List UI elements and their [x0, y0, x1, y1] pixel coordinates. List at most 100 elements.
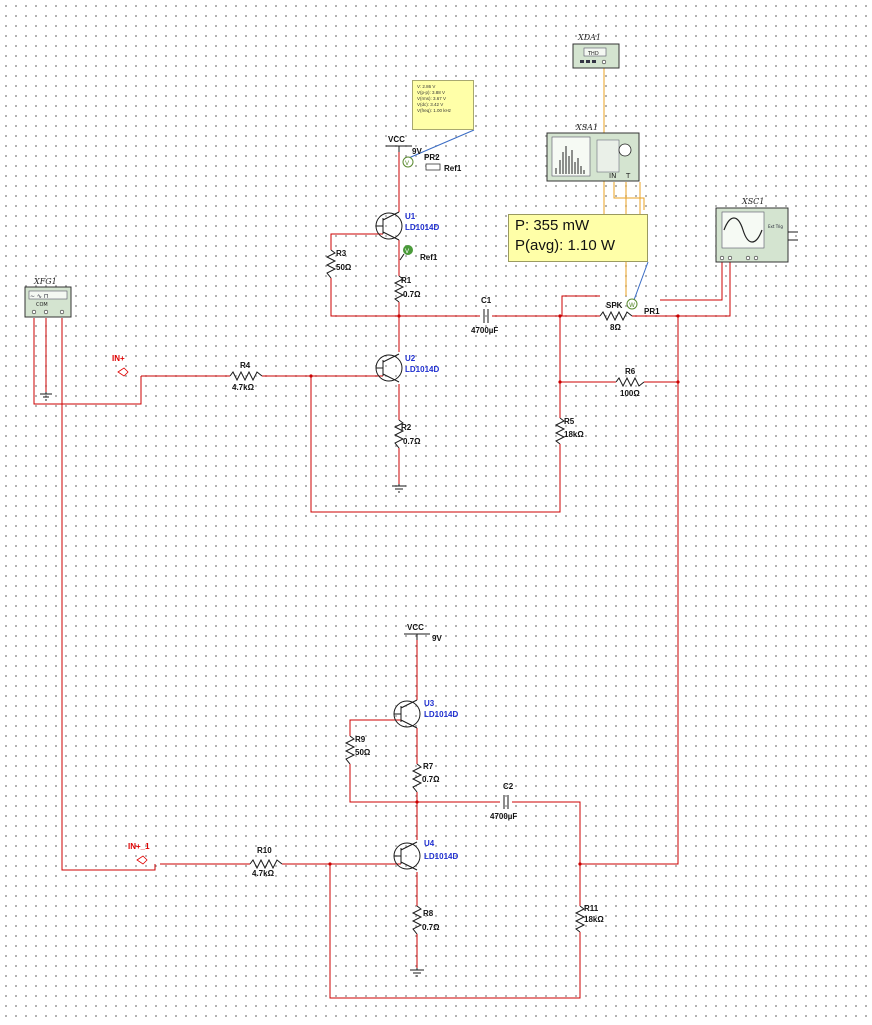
c1-ref: C1	[481, 296, 492, 305]
pr1-label: PR1	[644, 307, 660, 316]
instrument-xda1[interactable]: XDA1 THD	[572, 33, 620, 69]
instrument-xfg1[interactable]: XFG1 ∼ ∿ ⊓ COM	[24, 277, 72, 318]
vcc-top-label: VCC	[388, 135, 405, 144]
resistor-r7[interactable]: R7 0.7Ω	[411, 762, 440, 793]
speaker-spk[interactable]: SPK 8Ω	[599, 301, 633, 332]
r10-value: 4.7kΩ	[252, 869, 275, 878]
u4-part: LD1014D	[424, 852, 458, 861]
u1-ref: U1	[405, 212, 416, 221]
probe-v-line-3: V(rms): 3.67 V	[417, 96, 447, 101]
r10-ref: R10	[257, 846, 272, 855]
u2-part: LD1014D	[405, 365, 439, 374]
r1-value: 0.7Ω	[403, 290, 421, 299]
c2-ref: C2	[503, 782, 514, 791]
port-in-plus-1[interactable]: IN+_1	[128, 842, 150, 865]
u4-ref: U4	[424, 839, 435, 848]
r3-value: 50Ω	[336, 263, 352, 272]
r9-value: 50Ω	[355, 748, 371, 757]
xsa1-t: T	[625, 172, 631, 180]
vcc-top[interactable]: VCC 9V	[386, 135, 422, 156]
probe-v-line-2: V(p-p): 3.88 V	[417, 90, 446, 95]
voltmeter-icon: V	[405, 248, 410, 255]
r7-value: 0.7Ω	[422, 775, 440, 784]
probe-pr2[interactable]: V PR2 Ref1	[402, 153, 462, 173]
probe-v-line-5: V(freq): 1.00 kHz	[417, 108, 452, 113]
r11-ref: R11	[584, 904, 599, 913]
r4-value: 4.7kΩ	[232, 383, 255, 392]
resistor-r6[interactable]: R6 100Ω	[615, 367, 645, 398]
xda1-label: XDA1	[577, 33, 601, 42]
transistor-u3[interactable]: U3 LD1014D	[393, 699, 458, 729]
transistor-u1[interactable]: U1 LD1014D	[375, 211, 439, 241]
ground-icon	[392, 484, 406, 493]
wires-top	[33, 152, 731, 871]
waveform-icons: ∼ ∿ ⊓	[30, 293, 49, 300]
ground-icon	[40, 392, 52, 401]
r5-ref: R5	[564, 417, 575, 426]
xda1-screen: THD	[587, 51, 599, 57]
voltmeter-icon: V	[405, 160, 410, 167]
junctions	[309, 314, 680, 866]
r6-ref: R6	[625, 367, 636, 376]
resistor-r4[interactable]: R4 4.7kΩ	[229, 361, 263, 392]
resistor-r5[interactable]: R5 18kΩ	[554, 417, 584, 445]
probe-pr1[interactable]: W PR1	[626, 298, 660, 316]
transistor-u4[interactable]: U4 LD1014D	[393, 839, 458, 871]
vcc-bottom-label: VCC	[407, 623, 424, 632]
port-in-plus-1-label: IN+_1	[128, 842, 150, 851]
probe-v-line-4: V(dc): 3.42 V	[417, 102, 444, 107]
u1-part: LD1014D	[405, 223, 439, 232]
power-probe-pavg: P(avg): 1.10 W	[515, 237, 616, 254]
r4-ref: R4	[240, 361, 251, 370]
vcc-top-value: 9V	[412, 147, 422, 156]
r5-value: 18kΩ	[564, 430, 584, 439]
xsa1-in: IN	[609, 172, 616, 180]
vcc-bottom-value: 9V	[432, 634, 442, 643]
ground-icon	[410, 968, 424, 977]
r6-value: 100Ω	[620, 389, 640, 398]
ref1-mid-label: Ref1	[420, 253, 438, 262]
port-in-plus[interactable]: IN+	[112, 354, 129, 377]
instrument-xsc1[interactable]: XSC1 Ext Trig	[715, 197, 798, 263]
vcc-bottom[interactable]: VCC 9V	[404, 623, 442, 643]
resistor-r11[interactable]: R11 18kΩ	[574, 904, 604, 933]
capacitor-c2[interactable]: C2 4700µF	[490, 782, 517, 821]
wattmeter-icon: W	[629, 302, 635, 309]
xsc1-label: XSC1	[741, 197, 764, 206]
r1-ref: R1	[401, 276, 412, 285]
r11-value: 18kΩ	[584, 915, 604, 924]
resistor-r2[interactable]: R2 0.7Ω	[393, 419, 421, 449]
ref1-top-label: Ref1	[444, 164, 462, 173]
resistor-r8[interactable]: R8 0.7Ω	[411, 905, 440, 935]
pr2-label: PR2	[424, 153, 440, 162]
r9-ref: R9	[355, 735, 366, 744]
xsa1-label: XSA1	[575, 123, 598, 132]
r8-value: 0.7Ω	[422, 923, 440, 932]
resistor-r3[interactable]: R3 50Ω	[325, 249, 352, 279]
r2-ref: R2	[401, 423, 412, 432]
power-probe-readout[interactable]: P: 355 mW P(avg): 1.10 W	[508, 214, 648, 262]
spk-value: 8Ω	[610, 323, 621, 332]
probe-ref1[interactable]: V Ref1	[399, 245, 438, 262]
transistor-u2[interactable]: U2 LD1014D	[375, 353, 439, 383]
r7-ref: R7	[423, 762, 434, 771]
xsc1-ext-trig: Ext Trig	[768, 224, 783, 229]
instrument-xsa1[interactable]: XSA1 IN T	[546, 123, 640, 182]
spk-ref: SPK	[606, 301, 623, 310]
u3-ref: U3	[424, 699, 435, 708]
voltage-probe-note[interactable]: V: 2.86 V V(p-p): 3.88 V V(rms): 3.67 V …	[412, 80, 474, 130]
u2-ref: U2	[405, 354, 416, 363]
power-probe-p: P: 355 mW	[515, 217, 590, 234]
port-in-plus-label: IN+	[112, 354, 125, 363]
probe-v-line-1: V: 2.86 V	[417, 84, 436, 89]
xfg1-com: COM	[36, 302, 48, 308]
resistor-r1[interactable]: R1 0.7Ω	[393, 275, 421, 303]
r2-value: 0.7Ω	[403, 437, 421, 446]
r8-ref: R8	[423, 909, 434, 918]
resistor-r10[interactable]: R10 4.7kΩ	[249, 846, 283, 878]
xfg1-label: XFG1	[33, 277, 57, 286]
resistor-r9[interactable]: R9 50Ω	[344, 735, 371, 765]
u3-part: LD1014D	[424, 710, 458, 719]
capacitor-c1[interactable]: C1 4700µF	[471, 296, 498, 335]
